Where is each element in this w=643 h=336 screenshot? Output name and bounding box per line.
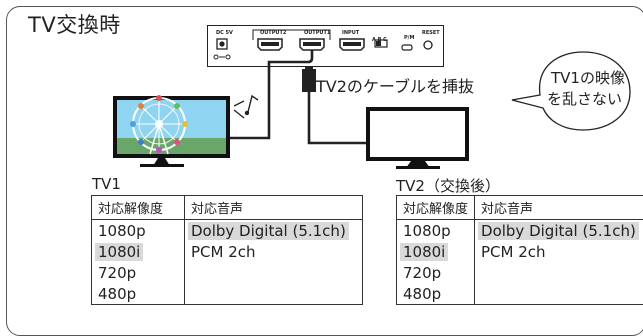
table-row: 1080p Dolby Digital (5.1ch) — [397, 220, 643, 242]
micro-usb-port-icon — [402, 45, 412, 50]
resolution-highlight: 1080i — [95, 243, 143, 261]
table-row: 1080i PCM 2ch — [92, 241, 363, 262]
hdmi-port-output2-icon — [258, 39, 282, 50]
resolution-highlight: 1080i — [400, 243, 448, 261]
hdmi-port-output1-icon — [300, 39, 324, 50]
table-row: 1080i PCM 2ch — [397, 241, 643, 262]
bubble-text-line2: を乱さない — [547, 88, 622, 109]
resolution-cell: 1080p — [92, 220, 185, 242]
audio-highlight: Dolby Digital (5.1ch) — [188, 222, 349, 240]
table-row: 480p — [397, 283, 643, 305]
resolution-cell: 720p — [397, 262, 475, 283]
resolution-cell: 1080i — [397, 241, 475, 262]
audio-cell — [475, 262, 643, 283]
tv2-icon — [366, 107, 469, 169]
resolution-cell: 480p — [92, 283, 185, 305]
audio-cell: Dolby Digital (5.1ch) — [185, 220, 363, 242]
dc-jack-icon — [214, 39, 230, 59]
tv1-spec-table: 対応解像度 対応音声 1080p Dolby Digital (5.1ch) 1… — [91, 195, 363, 305]
bubble-text-line1: TV1の映像 — [551, 67, 625, 88]
tv2-spec-table: 対応解像度 対応音声 1080p Dolby Digital (5.1ch) 1… — [396, 195, 643, 305]
audio-highlight: Dolby Digital (5.1ch) — [478, 222, 639, 240]
tv1-caption: TV1 — [92, 175, 121, 193]
table-header-row: 対応解像度 対応音声 — [92, 196, 363, 220]
audio-cell — [185, 283, 363, 305]
reset-button-icon — [424, 41, 432, 49]
hdmi-port-input-icon — [340, 39, 364, 50]
header-resolution: 対応解像度 — [397, 196, 475, 220]
resolution-cell: 1080p — [397, 220, 475, 242]
audio-cell — [475, 283, 643, 305]
header-audio: 対応音声 — [475, 196, 643, 220]
mode-switch-icon — [375, 40, 387, 47]
table-row: 720p — [397, 262, 643, 283]
table-row: 1080p Dolby Digital (5.1ch) — [92, 220, 363, 242]
table-row: 480p — [92, 283, 363, 305]
table-header-row: 対応解像度 対応音声 — [397, 196, 643, 220]
table-row: 720p — [92, 262, 363, 283]
resolution-cell: 1080i — [92, 241, 185, 262]
resolution-cell: 480p — [397, 283, 475, 305]
cable-tv2 — [309, 92, 366, 143]
header-resolution: 対応解像度 — [92, 196, 185, 220]
header-audio: 対応音声 — [185, 196, 363, 220]
tv2-caption: TV2（交換後） — [396, 175, 500, 196]
audio-cell — [185, 262, 363, 283]
resolution-cell: 720p — [92, 262, 185, 283]
sound-icon — [234, 96, 258, 118]
tv1-icon — [113, 95, 230, 167]
cable-tv1 — [230, 50, 312, 138]
audio-cell: PCM 2ch — [185, 241, 363, 262]
cable-instruction-label: TV2のケーブルを挿抜 — [316, 73, 474, 97]
audio-cell: PCM 2ch — [475, 241, 643, 262]
hdmi-plug-icon — [302, 66, 316, 92]
audio-cell: Dolby Digital (5.1ch) — [475, 220, 643, 242]
